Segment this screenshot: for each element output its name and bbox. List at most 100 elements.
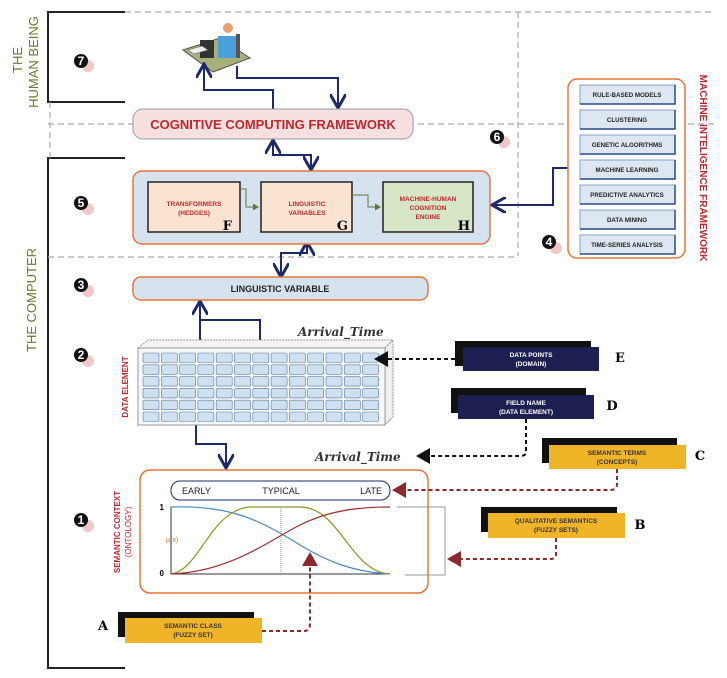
data-cell [161, 411, 178, 422]
data-cell [362, 411, 379, 422]
svg-text:TRANSFORMERS: TRANSFORMERS [167, 201, 223, 208]
section-human-label-2: HUMAN BEING [26, 16, 41, 108]
data-cell [179, 364, 196, 375]
svg-text:MACHINE-HUMAN: MACHINE-HUMAN [400, 196, 457, 203]
term-typical: TYPICAL [262, 486, 300, 496]
svg-text:H: H [458, 219, 470, 234]
data-cell [289, 399, 306, 411]
data-cell [197, 352, 215, 363]
badge-1: 1 [74, 513, 94, 532]
svg-text:LINGUISTIC VARIABLE: LINGUISTIC VARIABLE [231, 284, 330, 294]
data-cell [161, 376, 178, 387]
svg-text:E: E [615, 351, 625, 366]
data-cell [289, 388, 306, 399]
badges: 7 6 5 4 3 2 1 [74, 54, 562, 532]
typical-curve [170, 506, 391, 575]
data-cell [215, 376, 233, 387]
data-cell [234, 399, 251, 411]
svg-text:3: 3 [78, 278, 85, 292]
svg-text:DATA MINING: DATA MINING [607, 217, 647, 224]
svg-text:COGNITION: COGNITION [410, 205, 447, 212]
mi-item: TIME-SERIES ANALYSIS [579, 234, 676, 255]
data-cell [325, 388, 343, 399]
data-cell [161, 352, 178, 363]
svg-text:PREDICTIVE ANALYTICS: PREDICTIVE ANALYTICS [590, 192, 663, 199]
svg-text:(ONTOLOGY): (ONTOLOGY) [124, 506, 133, 557]
badge-4: 4 [542, 235, 562, 254]
cognition-engine-box: MACHINE-HUMAN COGNITION ENGINE H [382, 181, 474, 234]
data-cell [307, 399, 325, 411]
svg-text:μ(x): μ(x) [166, 537, 178, 544]
svg-text:COGNITIVE COMPUTING FRAMEWORK: COGNITIVE COMPUTING FRAMEWORK [150, 117, 396, 132]
data-cell [343, 364, 361, 375]
svg-text:(HEDGES): (HEDGES) [178, 210, 210, 217]
svg-text:6: 6 [494, 130, 501, 144]
linguistic-variables-box: LINGUISTIC VARIABLES G [260, 181, 353, 234]
data-cell [179, 376, 196, 387]
svg-text:(FUZZY SETS): (FUZZY SETS) [534, 527, 578, 534]
data-cell [215, 411, 233, 422]
svg-text:Arrival_Time: Arrival_Time [297, 325, 384, 340]
svg-text:1: 1 [78, 513, 85, 527]
data-cell [270, 388, 288, 399]
svg-text:A: A [97, 619, 109, 634]
data-cell [142, 364, 160, 375]
data-cell [197, 399, 215, 411]
data-cell [343, 352, 361, 363]
data-cell [252, 352, 270, 363]
semantic-context-box: EARLY TYPICAL LATE 1 0 μ(x) SEMANTIC CON… [113, 469, 446, 594]
data-cell [215, 388, 233, 399]
svg-text:ENGINE: ENGINE [416, 214, 442, 221]
data-cell [325, 399, 343, 411]
svg-text:7: 7 [78, 54, 85, 68]
cognitive-computing-framework: COGNITIVE COMPUTING FRAMEWORK [132, 108, 414, 140]
svg-text:B: B [635, 518, 646, 533]
callout-e: DATA POINTS (DOMAIN) E [455, 341, 625, 371]
svg-text:1: 1 [160, 503, 165, 512]
callout-c: SEMANTIC TERMS (CONCEPTS) C [542, 438, 705, 469]
data-cell [252, 376, 270, 387]
late-curve [170, 506, 391, 575]
transformers-box: TRANSFORMERS (HEDGES) F [147, 181, 241, 234]
data-cell [307, 364, 325, 375]
data-cell [343, 399, 361, 411]
badge-5: 5 [74, 196, 94, 215]
data-cell [343, 376, 361, 387]
data-cell [325, 352, 343, 363]
data-cell [270, 376, 288, 387]
data-cell [362, 388, 379, 399]
mi-item: MACHINE LEARNING [579, 159, 676, 180]
early-curve [170, 506, 391, 575]
data-cell [234, 388, 251, 399]
data-cell [234, 364, 251, 375]
mi-item: DATA MINING [579, 209, 676, 230]
dashed-connectors [262, 351, 618, 632]
svg-text:VARIABLES: VARIABLES [288, 210, 326, 217]
data-cell [270, 399, 288, 411]
data-cell [179, 352, 196, 363]
linguistic-variable-box: LINGUISTIC VARIABLE [132, 276, 429, 301]
svg-text:4: 4 [546, 235, 553, 249]
data-cell [161, 399, 178, 411]
human-user-icon [181, 23, 252, 73]
svg-text:(DOMAIN): (DOMAIN) [516, 361, 547, 368]
data-cell [252, 364, 270, 375]
mi-item: RULE-BASED MODELS [579, 84, 676, 105]
data-cell [197, 376, 215, 387]
mi-item: PREDICTIVE ANALYTICS [579, 184, 676, 205]
flow-arrows [196, 66, 568, 466]
data-cell [362, 399, 379, 411]
data-cell [252, 399, 270, 411]
data-cell [197, 388, 215, 399]
svg-text:SEMANTIC TERMS: SEMANTIC TERMS [588, 450, 647, 457]
data-cell [215, 399, 233, 411]
callout-a: SEMANTIC CLASS (FUZZY SET) A [97, 612, 262, 643]
data-cell [325, 411, 343, 422]
badge-3: 3 [74, 278, 94, 297]
svg-text:FIELD NAME: FIELD NAME [506, 400, 546, 407]
data-cell [289, 364, 306, 375]
svg-text:DATA POINTS: DATA POINTS [510, 352, 554, 359]
data-cell [307, 411, 325, 422]
svg-text:DATA ELEMENT: DATA ELEMENT [121, 356, 130, 417]
svg-text:SEMANTIC CONTEXT: SEMANTIC CONTEXT [113, 491, 122, 573]
